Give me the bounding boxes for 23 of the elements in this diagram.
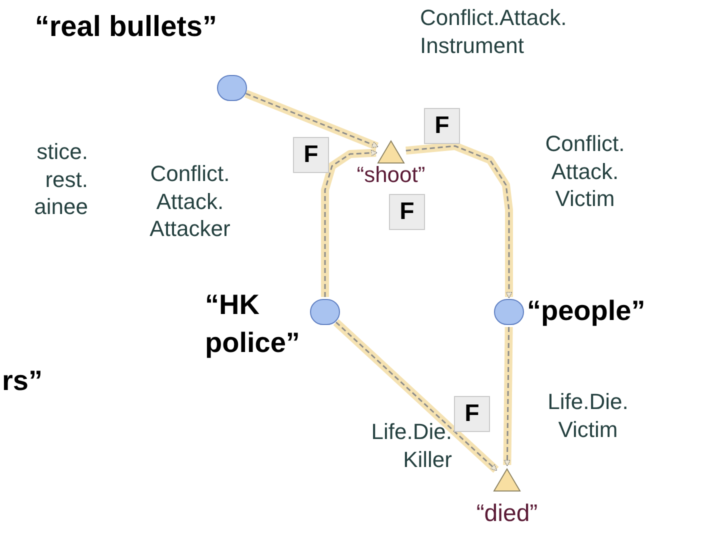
factor-box: F	[424, 108, 460, 144]
arrow	[321, 148, 378, 297]
word-label: “real bullets”	[34, 10, 217, 45]
cut-off-text: stice. rest. ainee	[33, 138, 88, 220]
word-label: “shoot”	[356, 161, 426, 189]
word-label: “people”	[527, 294, 646, 328]
arrow	[244, 90, 379, 150]
edge-label: Life.Die. Killer	[370, 418, 452, 473]
word-label: “died”	[475, 499, 539, 529]
word-label: “HK police”	[205, 288, 301, 360]
factor-box: F	[293, 137, 329, 173]
arrow	[503, 326, 513, 466]
cut-off-text: rs”	[2, 364, 44, 398]
factor-box: F	[454, 396, 490, 432]
edge-label: Conflict. Attack. Victim	[544, 130, 626, 212]
trigger-triangle	[376, 139, 406, 165]
arrow	[406, 142, 513, 298]
arrow	[333, 319, 499, 473]
edge-label: Conflict. Attack. Attacker	[148, 160, 232, 242]
factor-box: F	[389, 194, 425, 230]
trigger-triangle	[492, 467, 522, 493]
edge-label: Life.Die. Victim	[546, 388, 630, 443]
edge-label: Conflict.Attack. Instrument	[420, 4, 568, 59]
